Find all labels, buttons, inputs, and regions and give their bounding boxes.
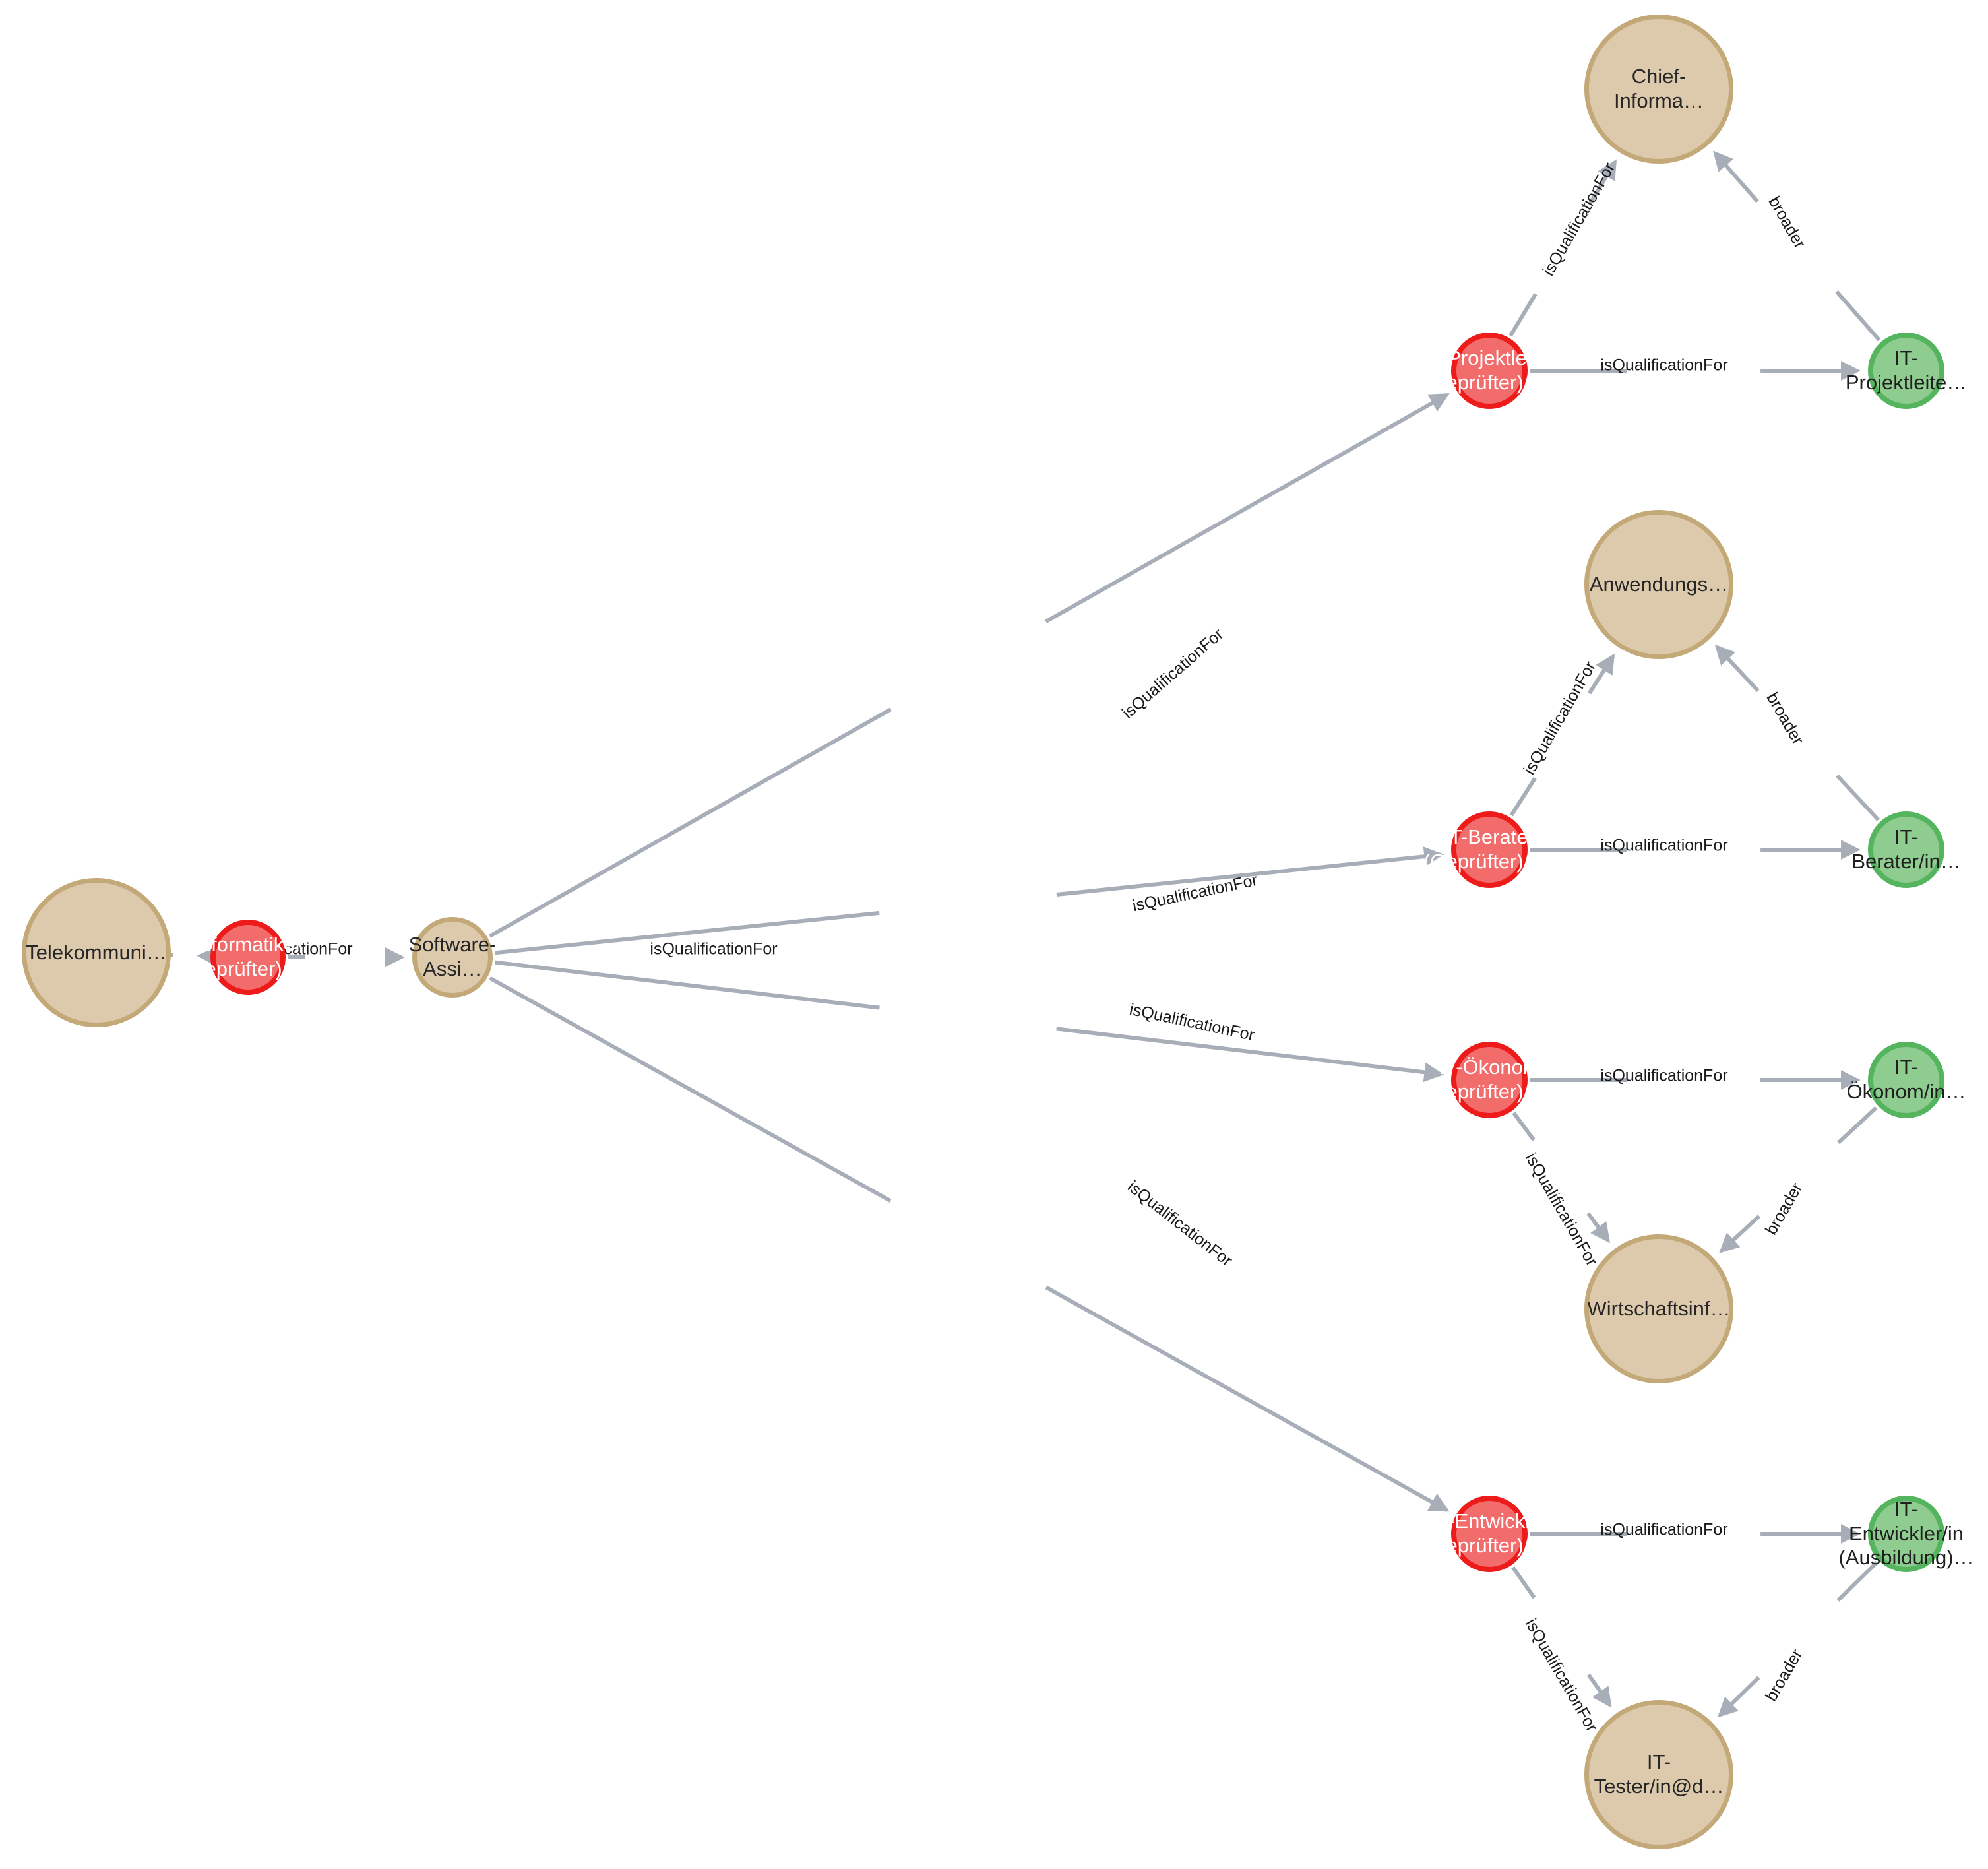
edge-segment [1512, 1112, 1536, 1141]
edge-segment [1836, 1561, 1879, 1602]
edge-segment [1835, 290, 1881, 342]
edge-label: isQualificationFor [650, 940, 777, 959]
edge-arrow-segment [1045, 1285, 1450, 1512]
edge-label: broader [1762, 1180, 1806, 1238]
graph-node-telekommuni[interactable]: Telekommuni… [22, 878, 171, 1027]
graph-node-label: IT-Tester/in@d… [1594, 1750, 1724, 1798]
edge-arrow-segment [1056, 846, 1444, 897]
edge-segment [489, 976, 892, 1203]
edge-arrow-segment [1045, 393, 1450, 623]
edge-label: broader [1762, 1646, 1806, 1705]
edge-segment [495, 910, 880, 955]
edge-label: isQualificationFor [1131, 871, 1259, 916]
edge-label: isQualificationFor [1539, 160, 1619, 279]
graph-node-label: Informatiker (Geprüfter)/I… [182, 933, 314, 980]
edge-segment [1509, 776, 1537, 817]
graph-node-it-oekonom-in[interactable]: IT-Ökonom/in… [1847, 1042, 1966, 1118]
edge-label: broader [1765, 193, 1809, 252]
edge-label: isQualificationFor [1119, 625, 1227, 722]
edge-segment [1837, 1106, 1878, 1145]
graph-node-label: Wirtschaftsinf… [1587, 1296, 1731, 1320]
graph-node-label: IT-Berater/in… [1851, 825, 1961, 873]
graph-node-label: Software-Assi… [408, 933, 497, 980]
edge-arrow-segment [1586, 1673, 1612, 1708]
graph-node-it-tester[interactable]: IT-Tester/in@d… [1584, 1700, 1733, 1849]
graph-node-label: IT-Berater (Geprüfter)/I… [1423, 825, 1555, 873]
graph-node-it-projektleite[interactable]: IT-Projektleite… [1846, 333, 1967, 409]
graph-node-it-berater[interactable]: IT-Berater (Geprüfter)/I… [1423, 811, 1555, 888]
edge-segment [1511, 1566, 1536, 1599]
graph-node-chief-informa[interactable]: Chief-Informa… [1584, 15, 1733, 164]
edge-arrow-segment [1718, 1676, 1760, 1718]
edge-label: isQualificationFor [1124, 1177, 1235, 1270]
graph-node-label: IT-Entwickler (Geprüfter)/I… [1423, 1509, 1555, 1557]
edge-arrow-segment [1712, 150, 1759, 203]
graph-node-label: IT-Ökonom/in… [1846, 1056, 1966, 1103]
edge-arrow-segment [1714, 644, 1760, 693]
edge-arrow-segment [1719, 1215, 1761, 1253]
edge-label: isQualificationFor [1600, 837, 1727, 855]
graph-node-label: IT-Entwickler/in (Ausbildung)… [1838, 1498, 1974, 1569]
edge-label: isQualificationFor [1600, 1067, 1727, 1085]
edge-segment [495, 960, 880, 1010]
graph-node-it-entwickler-in[interactable]: IT-Entwickler/in (Ausbildung)… [1838, 1496, 1974, 1572]
graph-node-label: IT-Projektleite… [1845, 346, 1968, 394]
edge-arrow-segment [1588, 159, 1617, 205]
graph-node-label: Chief-Informa… [1613, 65, 1704, 112]
graph-node-it-berater-in[interactable]: IT-Berater/in… [1851, 811, 1961, 888]
graph-node-informatiker[interactable]: Informatiker (Geprüfter)/I… [182, 920, 314, 995]
edge-label: broader [1763, 689, 1807, 748]
edge-arrow-segment [1586, 1212, 1611, 1244]
graph-node-wirtschaftsinf[interactable]: Wirtschaftsinf… [1584, 1234, 1733, 1383]
graph-node-label: IT-Ökonom (Geprüfter)/I… [1423, 1056, 1555, 1103]
edge-label: isQualificationFor [1600, 1521, 1727, 1539]
edge-label: isQualificationFor [1600, 356, 1727, 375]
edge-segment [1836, 774, 1880, 821]
edge-arrow-segment [1056, 1027, 1444, 1083]
edge-lines [146, 150, 1881, 1718]
edge-segment [489, 707, 892, 938]
edge-segment [1508, 292, 1538, 337]
graph-node-label: IT-Projektleiter (Geprüfter)/I… [1423, 346, 1555, 394]
graph-node-it-entwickler[interactable]: IT-Entwickler (Geprüfter)/I… [1423, 1496, 1555, 1572]
edge-arrow-segment [1588, 653, 1615, 695]
graph-node-it-oekonom[interactable]: IT-Ökonom (Geprüfter)/I… [1423, 1042, 1555, 1118]
graph-node-it-projektleiter[interactable]: IT-Projektleiter (Geprüfter)/I… [1423, 333, 1555, 409]
edge-label: isQualificationFor [1520, 658, 1600, 778]
graph-node-label: Telekommuni… [26, 940, 167, 964]
graph-node-anwendungs[interactable]: Anwendungs… [1584, 510, 1733, 659]
graph-node-label: Anwendungs… [1589, 572, 1729, 596]
graph-node-software-assi[interactable]: Software-Assi… [409, 917, 496, 998]
edge-label: isQualificationFor [1522, 1150, 1601, 1269]
